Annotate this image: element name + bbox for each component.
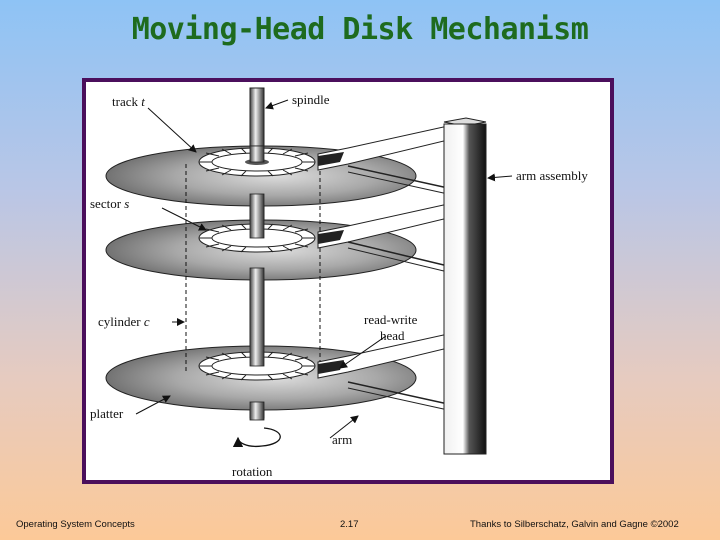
footer-slide-number: 2.17	[340, 519, 359, 530]
disk-diagram: track t spindle arm assembly sector s cy…	[90, 87, 588, 479]
rotation-arrow-icon	[232, 427, 281, 448]
arm-assembly-pillar	[443, 117, 487, 455]
arm-top	[317, 125, 449, 195]
label-platter: platter	[90, 406, 124, 421]
label-read-write-line2: head	[380, 328, 405, 343]
label-track: track t	[112, 94, 145, 109]
footer-credits: Thanks to Silberschatz, Galvin and Gagne…	[470, 519, 679, 530]
disk-diagram-frame: track t spindle arm assembly sector s cy…	[82, 78, 614, 484]
label-rotation: rotation	[232, 464, 273, 479]
label-sector: sector s	[90, 196, 129, 211]
arm-middle	[317, 203, 449, 273]
footer-course-name: Operating System Concepts	[16, 519, 135, 530]
slide-title: Moving-Head Disk Mechanism	[131, 12, 589, 47]
label-read-write-line1: read-write	[364, 312, 418, 327]
label-arm: arm	[332, 432, 352, 447]
label-spindle: spindle	[292, 92, 330, 107]
label-arm-assembly: arm assembly	[516, 168, 588, 183]
label-cylinder: cylinder c	[98, 314, 150, 329]
